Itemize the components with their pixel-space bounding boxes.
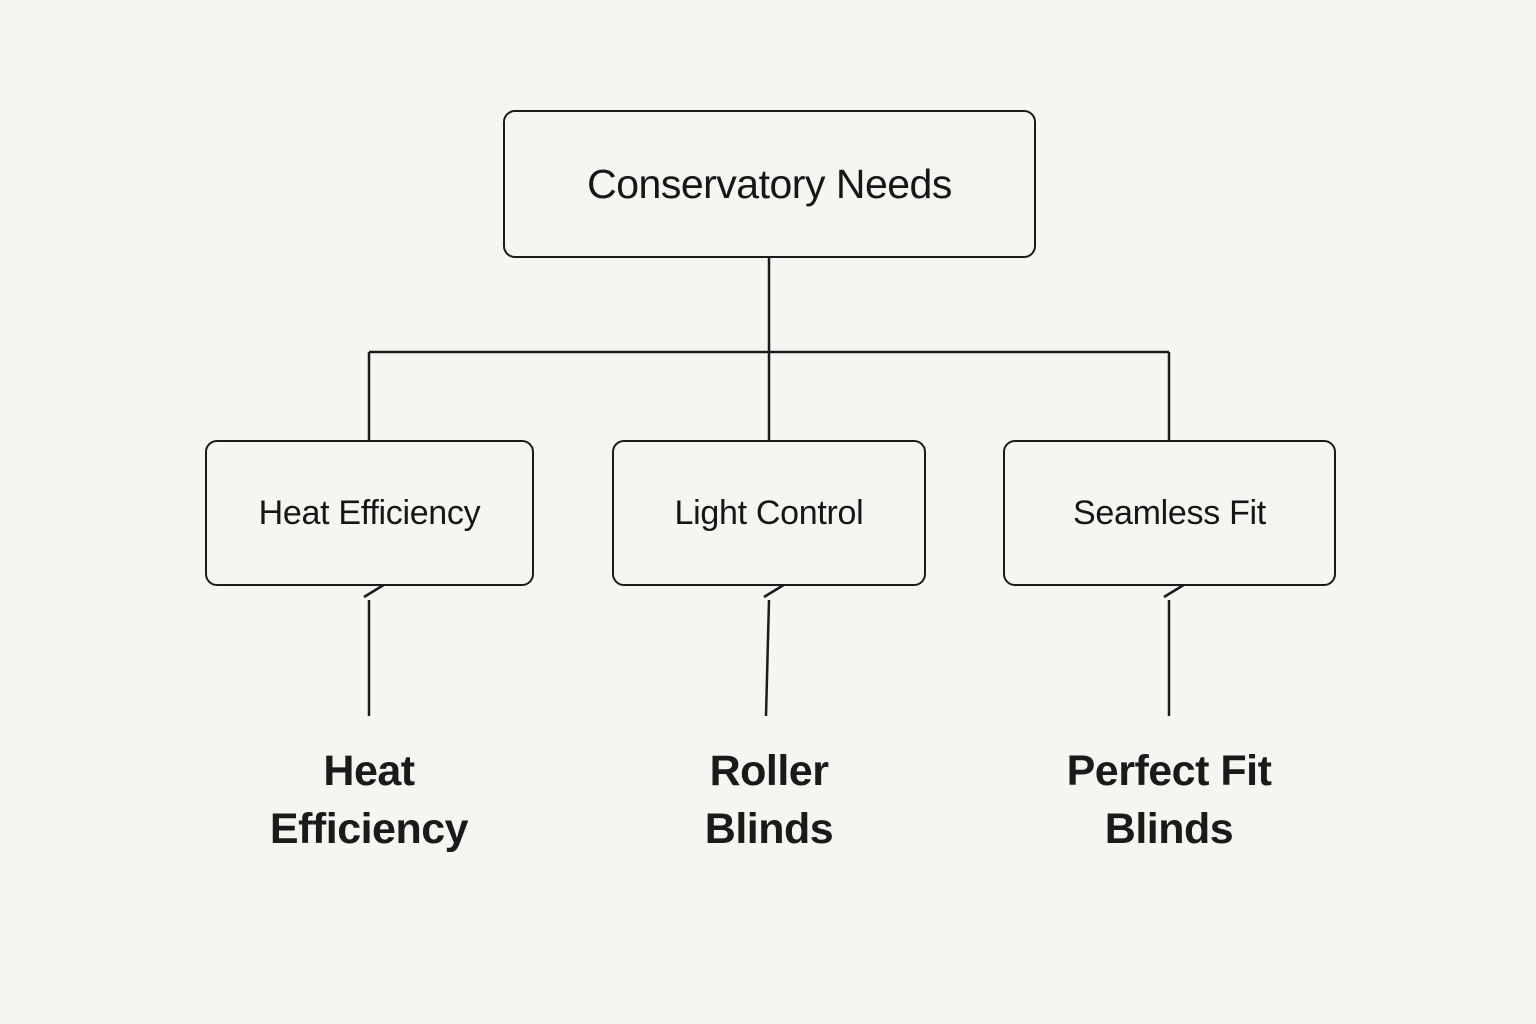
leaf-label-line2: Blinds bbox=[1104, 805, 1234, 853]
leaf-label-line1: Heat bbox=[323, 747, 415, 795]
root-node-label: Conservatory Needs bbox=[587, 160, 952, 207]
leaf-label-line2: Blinds bbox=[704, 805, 834, 853]
leaf-label-heat-efficiency: Heat Efficiency bbox=[189, 742, 549, 858]
branch-node-label: Heat Efficiency bbox=[258, 493, 481, 532]
branch-node-light-control: Light Control bbox=[612, 440, 926, 586]
branch-node-heat-efficiency: Heat Efficiency bbox=[205, 440, 534, 586]
leaf-label-perfect-fit-blinds: Perfect Fit Blinds bbox=[989, 742, 1349, 858]
branch-node-seamless-fit: Seamless Fit bbox=[1003, 440, 1336, 586]
root-node-conservatory-needs: Conservatory Needs bbox=[503, 110, 1036, 258]
leaf-label-line1: Perfect Fit bbox=[1066, 747, 1272, 795]
leaf-label-line1: Roller bbox=[709, 747, 829, 795]
branch-node-label: Seamless Fit bbox=[1073, 493, 1266, 532]
leaf-label-roller-blinds: Roller Blinds bbox=[589, 742, 949, 858]
branch-node-label: Light Control bbox=[674, 493, 864, 532]
leaf-label-line2: Efficiency bbox=[269, 805, 469, 853]
